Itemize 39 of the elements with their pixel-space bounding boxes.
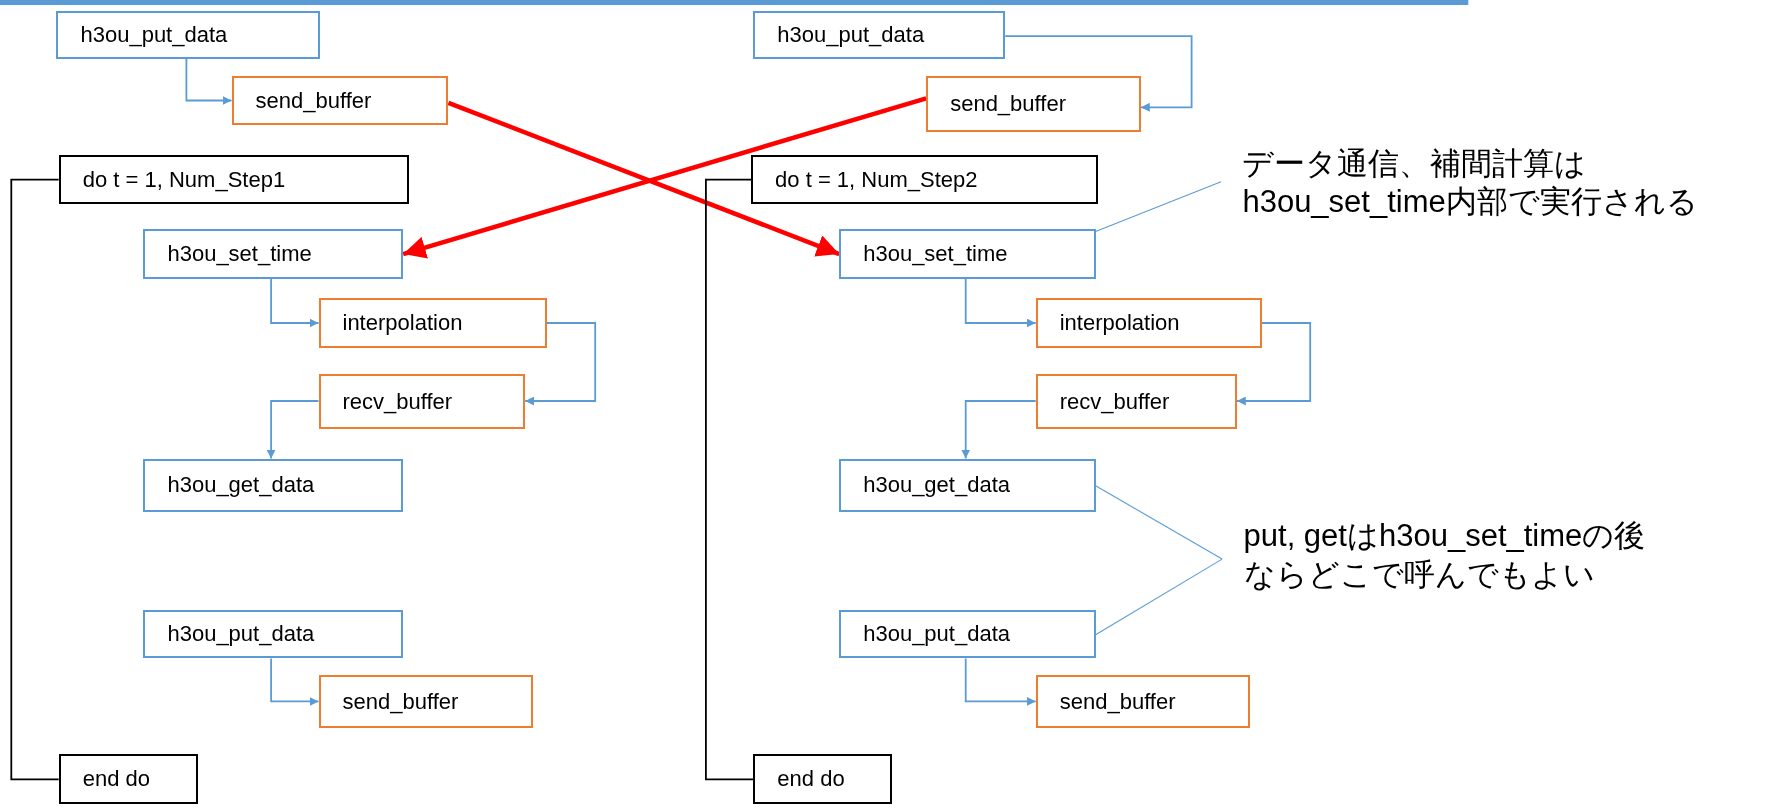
process-box: h3ou_get_data [143, 458, 404, 512]
process-box: h3ou_put_data [839, 609, 1096, 659]
buffer-box: interpolation [318, 298, 547, 348]
arrow [964, 657, 1037, 706]
process-box: h3ou_set_time [143, 229, 404, 279]
arrow [270, 278, 320, 328]
arrow [1004, 35, 1193, 112]
leader-line [1095, 485, 1223, 560]
arrow [447, 100, 840, 257]
arrow [266, 400, 320, 460]
loop-box: do t = 1, Num_Step1 [58, 154, 409, 205]
process-box: h3ou_put_data [56, 11, 320, 59]
arrow [270, 657, 320, 706]
arrow [1235, 322, 1312, 406]
loop-box: do t = 1, Num_Step2 [751, 154, 1098, 205]
arrow [185, 57, 233, 105]
leader-line [1095, 181, 1222, 233]
process-box: h3ou_put_data [143, 609, 404, 659]
loop-line [705, 178, 755, 781]
buffer-box: send_buffer [231, 75, 449, 126]
buffer-box: send_buffer [1035, 675, 1251, 729]
note-text: put, getはh3ou_set_timeの後ならどこで呼んでもよい [1243, 517, 1659, 595]
buffer-box: send_buffer [926, 75, 1141, 133]
arrow [402, 96, 927, 259]
buffer-box: recv_buffer [1035, 373, 1237, 430]
leader-line [1095, 558, 1223, 636]
loop-line [10, 178, 60, 781]
buffer-box: send_buffer [318, 675, 534, 729]
process-box: h3ou_put_data [753, 11, 1006, 59]
loop-box: end do [58, 754, 198, 805]
arrow [524, 322, 597, 406]
arrow [964, 278, 1037, 328]
process-box: h3ou_set_time [839, 229, 1096, 279]
arrow [961, 400, 1037, 460]
buffer-box: interpolation [1035, 298, 1262, 348]
process-box: h3ou_get_data [839, 458, 1096, 512]
buffer-box: recv_buffer [318, 373, 526, 430]
note-text: データ通信、補間計算はh3ou_set_time内部で実行される [1242, 144, 1704, 223]
loop-box: end do [753, 754, 893, 805]
